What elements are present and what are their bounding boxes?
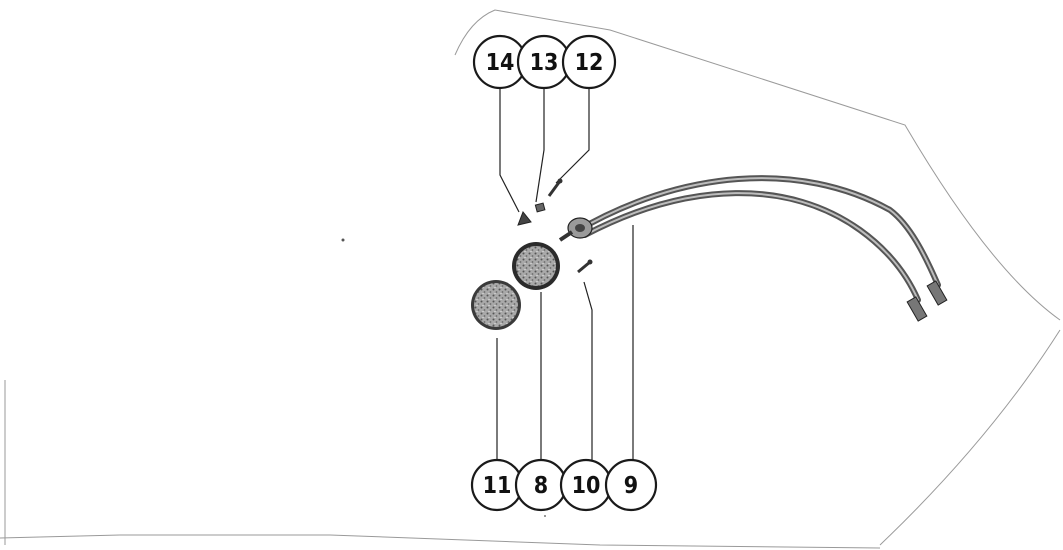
scan-speck — [544, 515, 546, 517]
callout-12-label: 12 — [575, 50, 604, 76]
sheet-outline-bottom — [0, 534, 881, 549]
part-9-cable-harness — [558, 175, 948, 322]
callout-10: 10 — [559, 458, 613, 512]
leader-10 — [583, 281, 593, 460]
part-13-nut — [534, 202, 546, 213]
callout-10-label: 10 — [572, 473, 601, 499]
part-14-cap — [517, 211, 532, 226]
part-10-screw — [577, 259, 593, 274]
callout-9-label: 9 — [624, 473, 638, 499]
leader-12 — [555, 88, 590, 184]
callout-11: 11 — [470, 458, 524, 512]
scan-speck — [341, 238, 345, 242]
leader-13 — [535, 88, 545, 203]
part-11-lens — [471, 280, 521, 330]
callout-11-label: 11 — [483, 473, 512, 499]
sheet-outline-top — [454, 9, 1061, 321]
sheet-outline-right — [879, 329, 1061, 546]
part-12-screw — [547, 178, 563, 197]
callout-8: 8 — [514, 458, 568, 512]
callout-9: 9 — [604, 458, 658, 512]
callout-13: 13 — [516, 34, 572, 90]
callout-13-label: 13 — [530, 50, 559, 76]
leader-14 — [499, 88, 520, 213]
callout-8-label: 8 — [534, 473, 548, 499]
callout-14-label: 14 — [486, 50, 515, 76]
part-8-lamp-unit — [512, 242, 560, 290]
callout-14: 14 — [472, 34, 528, 90]
callout-12: 12 — [561, 34, 617, 90]
